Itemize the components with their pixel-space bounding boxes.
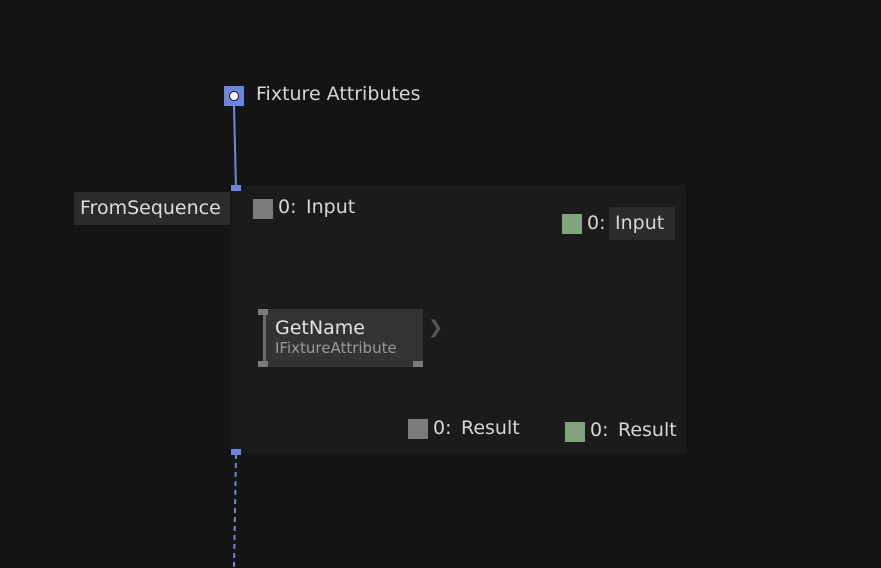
region-title-tab[interactable]: FromSequence	[74, 192, 230, 225]
right-result-label: Result	[618, 419, 677, 441]
left-result-label: Result	[461, 417, 520, 439]
getname-output-connector[interactable]	[413, 361, 423, 367]
link-fixture-to-region	[233, 105, 237, 189]
getname-node[interactable]: GetName IFixtureAttribute	[263, 309, 423, 367]
node-accent-bar	[263, 309, 266, 367]
right-result-pin[interactable]	[565, 422, 585, 442]
region-input-connector[interactable]	[231, 185, 241, 191]
chevron-right-icon[interactable]: ❯	[428, 317, 444, 338]
circle-dot-icon	[229, 91, 239, 101]
right-input-pin[interactable]	[562, 214, 582, 234]
right-input-label-box[interactable]	[609, 207, 675, 240]
region-output-connector[interactable]	[231, 449, 241, 455]
fixture-attributes-pin[interactable]	[224, 86, 244, 106]
right-input-label: Input	[615, 212, 665, 234]
left-input-index: 0:	[278, 196, 297, 218]
left-result-pin[interactable]	[408, 419, 428, 439]
getname-node-title: GetName	[275, 317, 365, 339]
right-input-index: 0:	[587, 212, 606, 234]
left-result-index: 0:	[433, 417, 452, 439]
left-input-label: Input	[306, 196, 356, 218]
getname-node-subtitle: IFixtureAttribute	[275, 339, 397, 357]
getname-aux-connector[interactable]	[258, 361, 268, 367]
link-region-output	[233, 453, 237, 568]
fixture-attributes-label: Fixture Attributes	[256, 83, 421, 105]
getname-input-connector[interactable]	[258, 309, 268, 315]
left-input-pin[interactable]	[253, 199, 273, 219]
right-result-index: 0:	[590, 419, 609, 441]
